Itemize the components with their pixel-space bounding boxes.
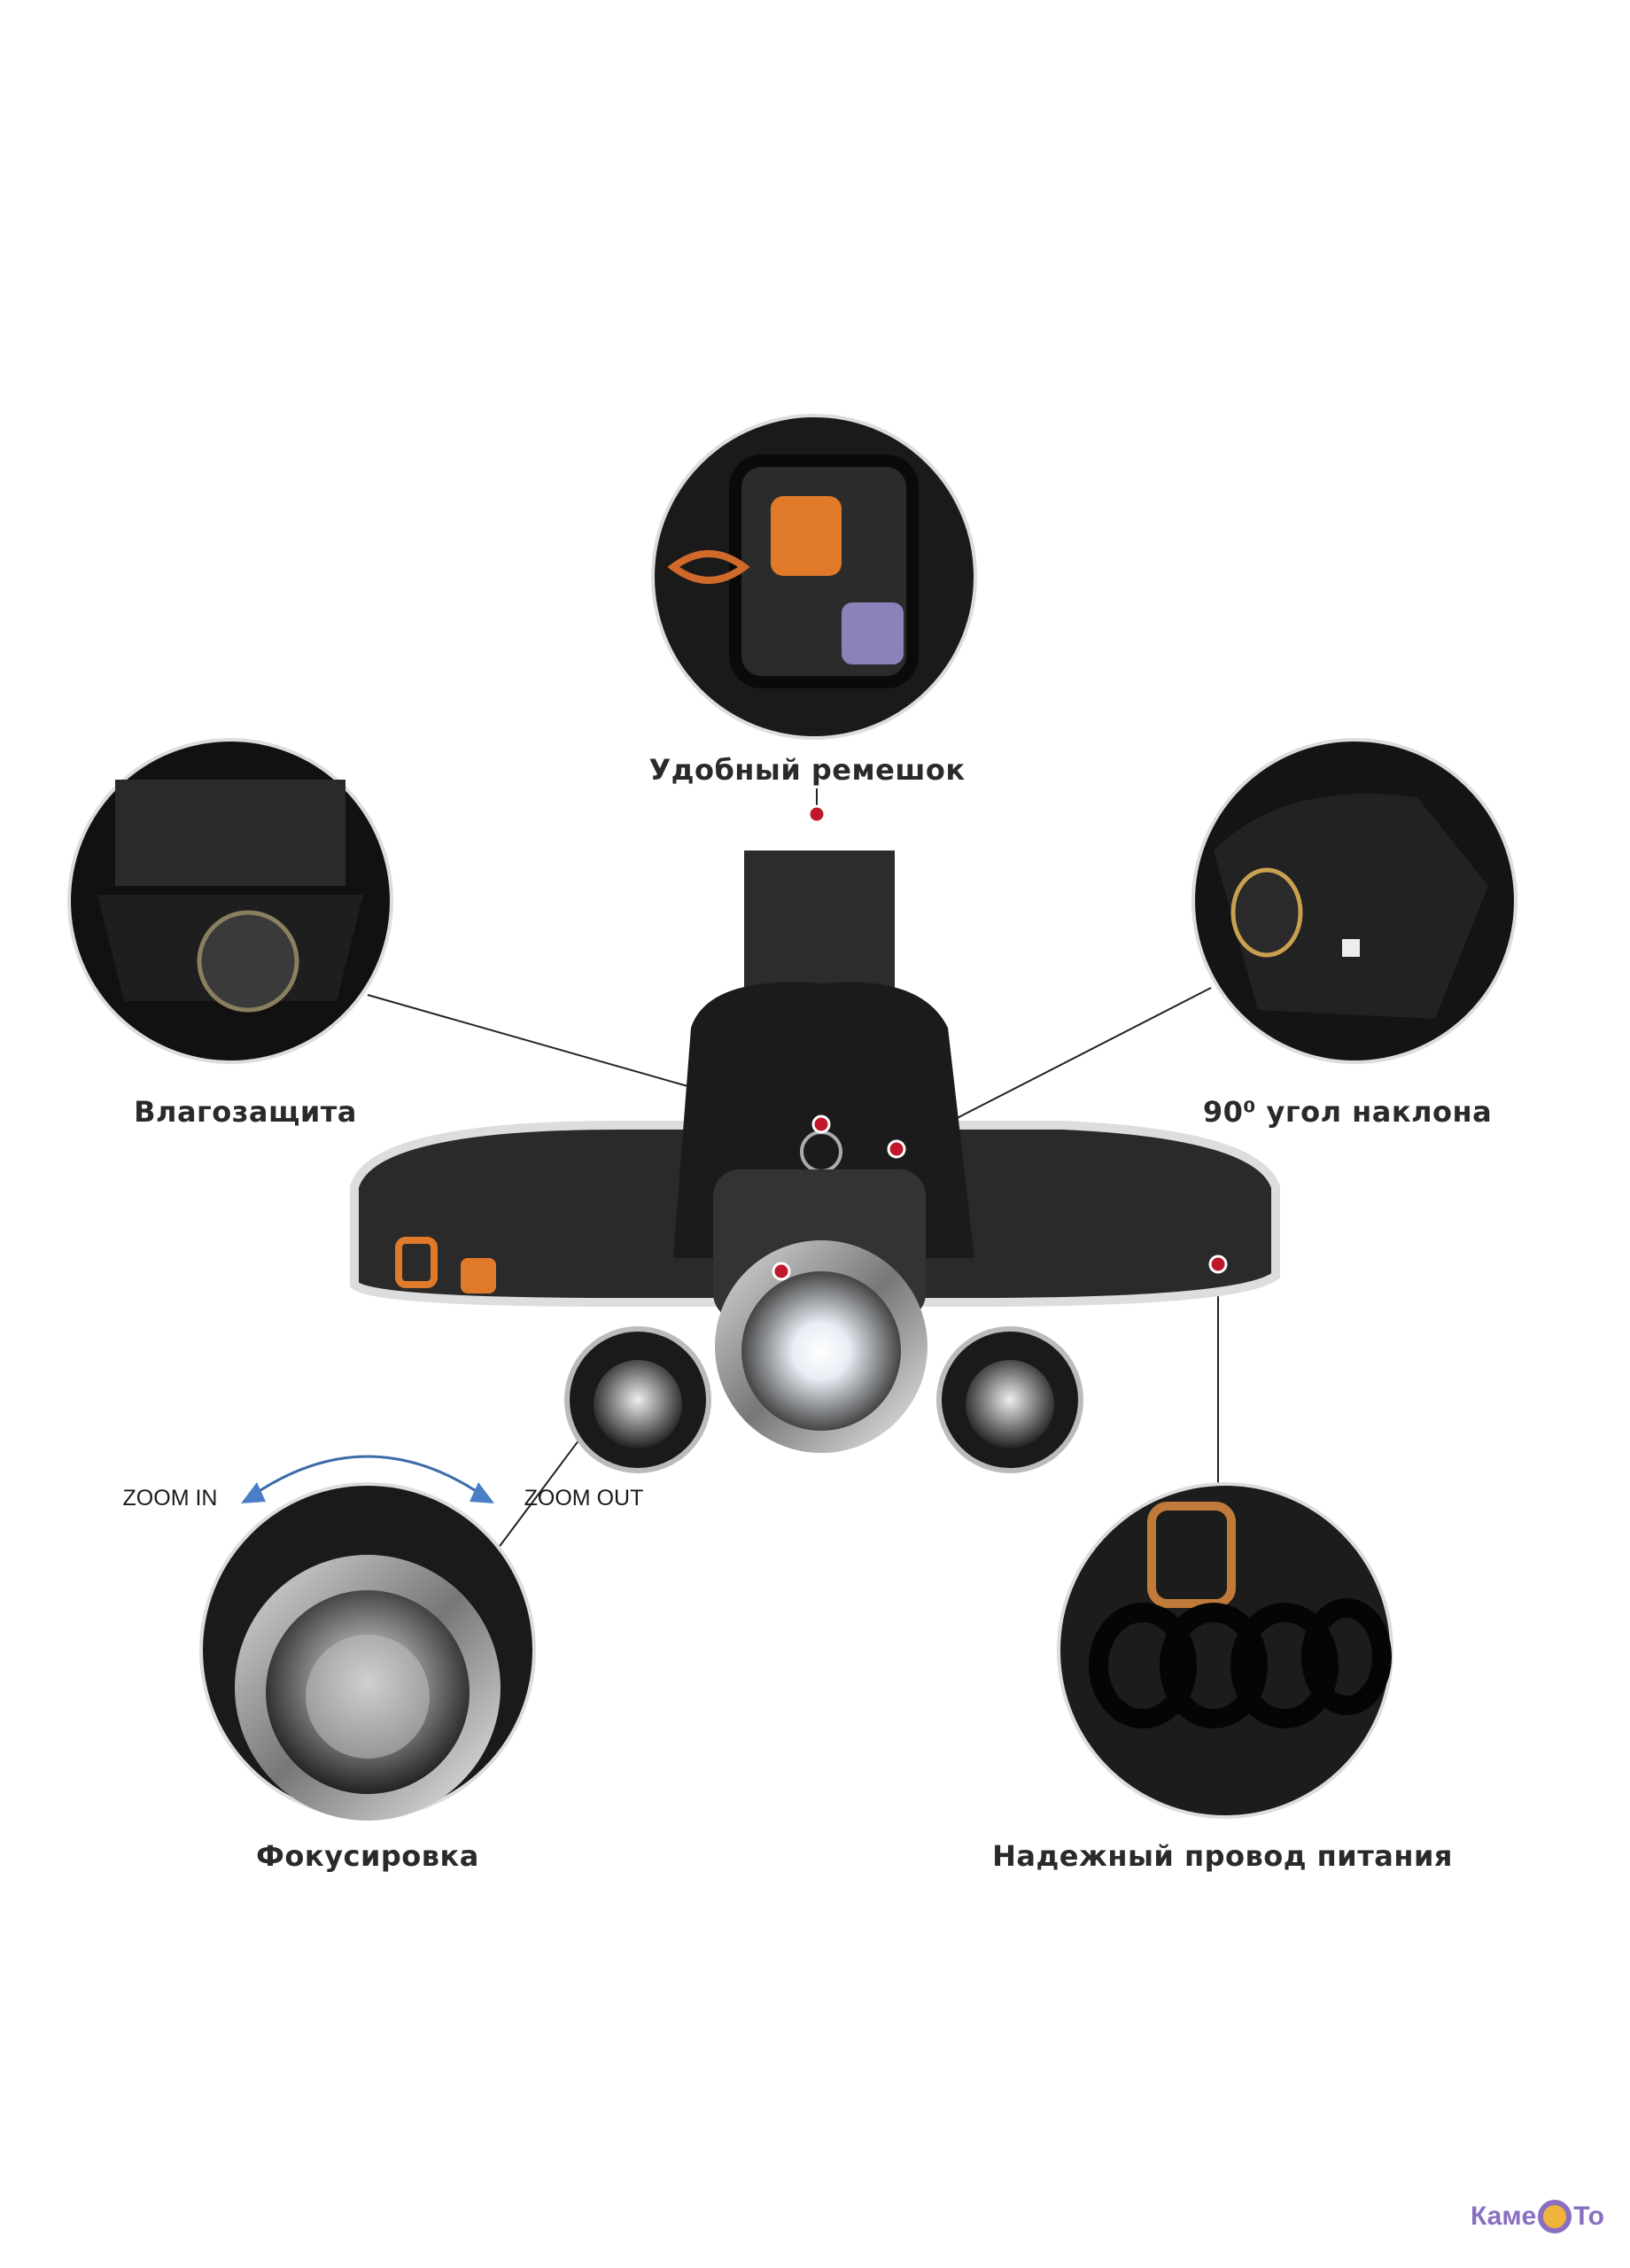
tilt-detail-circle: [1191, 738, 1517, 1064]
headlamp-main: [350, 850, 1280, 1473]
logo-icon: [1538, 2200, 1572, 2233]
cable-label: Надежный провод питания: [992, 1839, 1453, 1873]
zoom-out-arrowhead: [470, 1482, 494, 1503]
feature-markers: [772, 804, 1228, 1281]
logo-text-right: То: [1573, 2202, 1605, 2231]
waterproof-label: Влагозащита: [134, 1095, 357, 1129]
waterproof-detail-circle: [67, 738, 393, 1064]
strap-detail-circle: [651, 414, 977, 740]
logo-text-left: Каме: [1471, 2202, 1537, 2231]
cable-detail-circle: [1057, 1482, 1393, 1819]
tilt-label: 90⁰ угол наклона: [1202, 1095, 1493, 1129]
zoom-in-label: ZOOM IN: [122, 1486, 218, 1511]
focus-detail-circle: [199, 1482, 536, 1821]
brand-logo: Каме То: [1471, 2200, 1604, 2233]
zoom-arrow: [252, 1455, 484, 1497]
focus-label: Фокусировка: [256, 1839, 479, 1873]
strap-label: Удобный ремешок: [648, 753, 966, 787]
zoom-in-arrowhead: [241, 1482, 266, 1503]
zoom-out-label: ZOOM OUT: [524, 1486, 644, 1511]
